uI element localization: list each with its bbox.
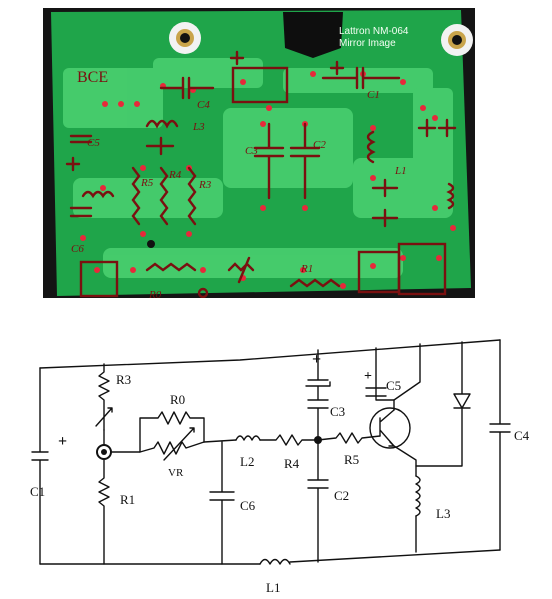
pcb-board: Lattron NM-064 Mirror Image BCE C4 C1 C5… — [43, 8, 475, 298]
pcb-label-c2: C2 — [313, 139, 326, 151]
pcb-label-c3: C3 — [245, 145, 258, 157]
sch-label-c4: C4 — [514, 428, 530, 443]
sch-plus-c1: + — [58, 433, 67, 450]
component-markings — [65, 50, 457, 298]
pcb-label-bce: BCE — [77, 69, 108, 86]
pcb-brand-model: Lattron NM-064 — [339, 26, 409, 37]
sch-label-c1: C1 — [30, 484, 45, 499]
sch-label-r3: R3 — [116, 372, 131, 387]
pcb-brand-note: Mirror Image — [339, 38, 396, 49]
schematic-diagram: R3 R0 VR L2 R4 R5 C1 R1 C6 C3 C2 C5 L3 C… — [0, 300, 552, 599]
pcb-label-l3: L3 — [192, 121, 205, 133]
sch-plus-c5: + — [364, 369, 372, 384]
pcb-label-c4: C4 — [197, 99, 210, 111]
sch-label-l3: L3 — [436, 506, 450, 521]
schematic-drawing: R3 R0 VR L2 R4 R5 C1 R1 C6 C3 C2 C5 L3 C… — [30, 339, 530, 595]
sch-label-r1: R1 — [120, 492, 135, 507]
pcb-label-c1: C1 — [367, 89, 380, 101]
sch-label-r5: R5 — [344, 452, 359, 467]
pcb-label-r5: R5 — [140, 177, 154, 189]
transistor-symbol — [369, 407, 411, 449]
pcb-label-c6: C6 — [71, 243, 84, 255]
sch-label-c5: C5 — [386, 378, 401, 393]
sch-label-c3: C3 — [330, 404, 345, 419]
pcb-label-r1: R1 — [300, 263, 313, 275]
pcb-label-c5: C5 — [87, 137, 100, 149]
schematic-wires — [31, 339, 511, 565]
sch-label-l2: L2 — [240, 454, 254, 469]
sch-label-c2: C2 — [334, 488, 349, 503]
sch-label-vr: VR — [168, 467, 184, 479]
sch-label-r0: R0 — [170, 392, 185, 407]
pcb-label-l1: L1 — [394, 165, 407, 177]
sch-label-c6: C6 — [240, 498, 256, 513]
mounting-hole-right — [441, 24, 473, 56]
pcb-label-r4: R4 — [168, 169, 182, 181]
mounting-hole-left — [169, 22, 201, 54]
node-middle — [314, 436, 322, 444]
pcb-label-r0: R0 — [148, 289, 162, 298]
pcb-label-r3: R3 — [198, 179, 212, 191]
sch-plus-c3: + — [312, 351, 321, 368]
sch-label-r4: R4 — [284, 456, 300, 471]
pcb-photo: Lattron NM-064 Mirror Image BCE C4 C1 C5… — [43, 8, 475, 298]
sch-label-l1: L1 — [266, 580, 280, 595]
node-left-dot — [101, 449, 107, 455]
